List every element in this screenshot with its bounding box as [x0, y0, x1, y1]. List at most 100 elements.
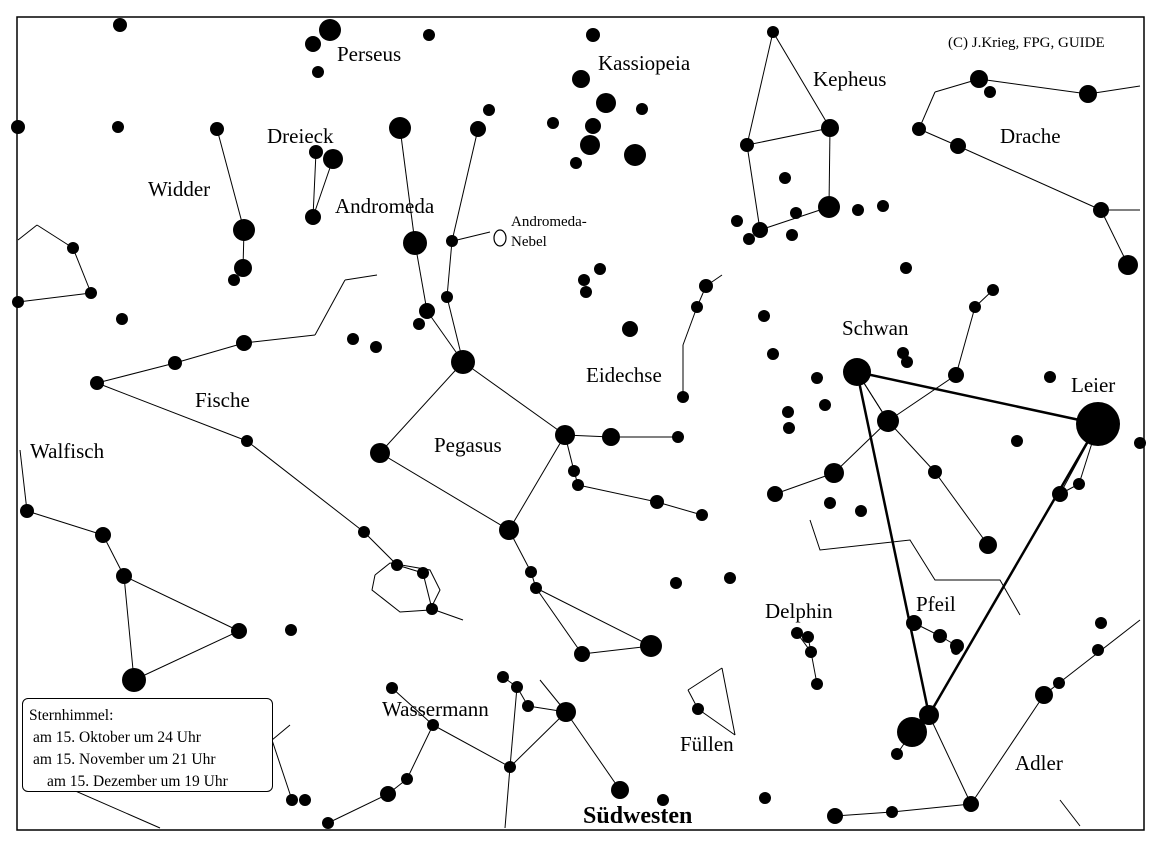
star	[767, 348, 779, 360]
star	[1118, 255, 1138, 275]
star	[740, 138, 754, 152]
star	[897, 717, 927, 747]
constellation-line	[887, 420, 936, 473]
star	[1079, 85, 1097, 103]
star	[811, 678, 823, 690]
star	[843, 358, 871, 386]
star	[446, 235, 458, 247]
constellation-boundary	[1059, 799, 1081, 827]
star	[112, 121, 124, 133]
constellation-line	[363, 531, 398, 566]
star	[970, 70, 988, 88]
star	[231, 623, 247, 639]
star	[578, 274, 590, 286]
star	[586, 28, 600, 42]
star	[389, 117, 411, 139]
star	[1092, 644, 1104, 656]
star	[391, 559, 403, 571]
star	[522, 700, 534, 712]
star	[426, 603, 438, 615]
star	[1011, 435, 1023, 447]
label-pfeil: Pfeil	[916, 592, 956, 616]
star	[312, 66, 324, 78]
constellation-line	[216, 128, 245, 231]
constellation-line	[535, 587, 583, 655]
star	[759, 792, 771, 804]
star	[783, 422, 795, 434]
star	[596, 93, 616, 113]
legend-line-3: am 15. Dezember um 19 Uhr	[47, 773, 228, 790]
star	[900, 262, 912, 274]
star	[380, 786, 396, 802]
legend-title: Sternhimmel:	[29, 707, 114, 724]
constellation-line	[462, 361, 566, 436]
constellation-line	[509, 686, 518, 768]
star	[427, 719, 439, 731]
star	[672, 431, 684, 443]
star	[948, 367, 964, 383]
star	[877, 410, 899, 432]
constellation-line	[509, 711, 567, 768]
star	[556, 702, 576, 722]
andromeda-nebula-marker	[493, 229, 507, 247]
star	[692, 703, 704, 715]
star	[305, 209, 321, 225]
label-fische: Fische	[195, 388, 250, 412]
star	[574, 646, 590, 662]
constellation-line	[746, 31, 774, 146]
star	[530, 582, 542, 594]
star	[782, 406, 794, 418]
star	[580, 286, 592, 298]
star	[116, 568, 132, 584]
constellation-line	[577, 484, 658, 503]
star	[696, 509, 708, 521]
star	[210, 122, 224, 136]
andromeda-nebula-pointer	[456, 231, 491, 241]
star	[499, 520, 519, 540]
legend-line-2: am 15. November um 21 Uhr	[33, 751, 216, 768]
star	[677, 391, 689, 403]
sky-content	[11, 18, 1146, 829]
triangle-line	[856, 370, 1099, 426]
star	[85, 287, 97, 299]
star	[1044, 371, 1056, 383]
star	[767, 26, 779, 38]
star	[802, 631, 814, 643]
star	[743, 233, 755, 245]
label-leier: Leier	[1071, 373, 1115, 397]
star	[805, 646, 817, 658]
star	[305, 36, 321, 52]
star	[95, 527, 111, 543]
constellation-line	[174, 342, 245, 364]
star	[602, 428, 620, 446]
constellation-line	[772, 31, 831, 129]
star	[1134, 437, 1146, 449]
label-fuellen: Füllen	[680, 732, 734, 756]
constellation-line	[406, 724, 434, 780]
constellation-line	[746, 144, 761, 231]
label-perseus: Perseus	[337, 42, 401, 66]
star	[963, 796, 979, 812]
star	[20, 504, 34, 518]
star	[386, 682, 398, 694]
constellation-line	[687, 667, 723, 691]
constellation-line	[327, 793, 389, 824]
star	[451, 350, 475, 374]
triangle-line	[855, 371, 931, 716]
star	[122, 668, 146, 692]
star	[358, 526, 370, 538]
star	[724, 572, 736, 584]
star	[752, 222, 768, 238]
star	[699, 279, 713, 293]
star	[1073, 478, 1085, 490]
constellation-line	[891, 803, 972, 813]
star	[401, 773, 413, 785]
star	[779, 172, 791, 184]
star	[594, 263, 606, 275]
star	[241, 435, 253, 447]
star	[319, 19, 341, 41]
star	[347, 333, 359, 345]
constellation-line	[833, 420, 889, 474]
constellation-line	[17, 224, 38, 241]
